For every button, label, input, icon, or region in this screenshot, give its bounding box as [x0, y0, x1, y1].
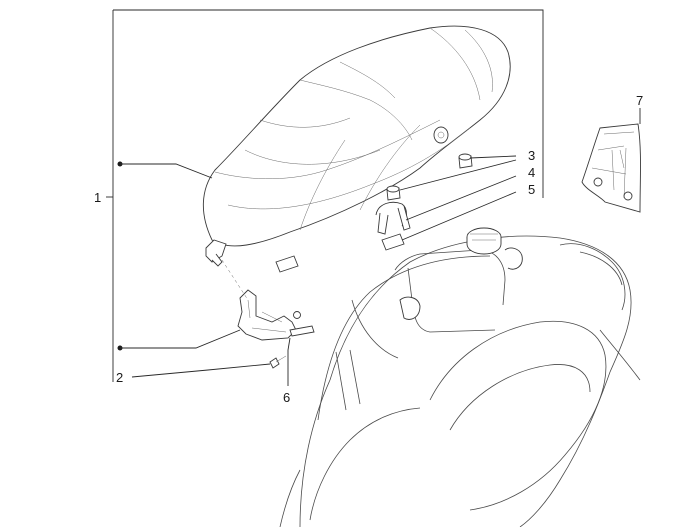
seat — [202, 25, 511, 267]
group-bracket — [106, 9, 544, 382]
callout-6: 6 — [283, 390, 290, 405]
callout-5: 5 — [528, 182, 535, 197]
leader-lines — [117, 108, 641, 386]
bracket-4 — [375, 201, 411, 235]
callout-7: 7 — [636, 93, 643, 108]
document-bag-7 — [581, 123, 641, 213]
callout-3: 3 — [528, 148, 535, 163]
pad-5 — [275, 233, 405, 273]
callout-2: 2 — [116, 370, 123, 385]
callout-1: 1 — [94, 190, 101, 205]
scooter-body — [279, 227, 641, 527]
callout-4: 4 — [528, 165, 535, 180]
seat-hinge — [237, 289, 315, 369]
rubber-buffer-3 — [386, 153, 473, 201]
